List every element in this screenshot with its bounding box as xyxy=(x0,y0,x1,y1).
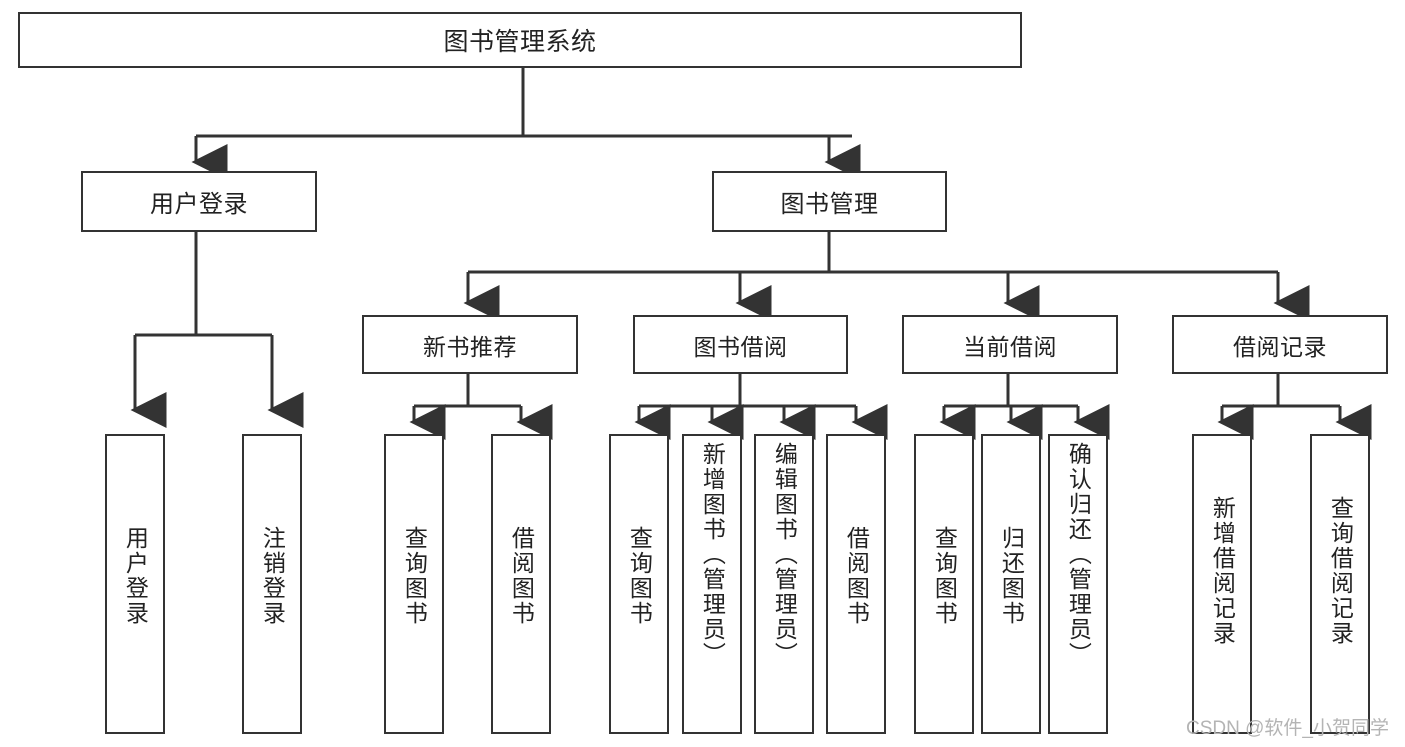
leaf-current-query-book[interactable]: 查询图书 xyxy=(914,434,974,734)
node-label: 查询图书 xyxy=(401,526,428,626)
node-label: 查询图书 xyxy=(931,526,958,626)
node-label: 新增借阅记录 xyxy=(1209,496,1236,646)
node-label: 新书推荐 xyxy=(423,333,517,360)
node-label: 编辑图书（管理员） xyxy=(771,442,798,667)
node-label: 查询图书 xyxy=(626,526,653,626)
node-new-book-recommend[interactable]: 新书推荐 xyxy=(362,315,578,374)
leaf-recommend-borrow-book[interactable]: 借阅图书 xyxy=(491,434,551,734)
node-root-system[interactable]: 图书管理系统 xyxy=(18,12,1022,68)
node-user-login[interactable]: 用户登录 xyxy=(81,171,317,232)
node-label: 查询借阅记录 xyxy=(1327,496,1354,646)
node-label: 借阅图书 xyxy=(508,526,535,626)
node-borrow-records[interactable]: 借阅记录 xyxy=(1172,315,1388,374)
node-current-borrow[interactable]: 当前借阅 xyxy=(902,315,1118,374)
leaf-current-return-book[interactable]: 归还图书 xyxy=(981,434,1041,734)
leaf-borrow-edit-book-admin[interactable]: 编辑图书（管理员） xyxy=(754,434,814,734)
leaf-records-add-record[interactable]: 新增借阅记录 xyxy=(1192,434,1252,734)
leaf-user-login-login[interactable]: 用户登录 xyxy=(105,434,165,734)
leaf-borrow-add-book-admin[interactable]: 新增图书（管理员） xyxy=(682,434,742,734)
leaf-borrow-borrow-book[interactable]: 借阅图书 xyxy=(826,434,886,734)
leaf-records-query-record[interactable]: 查询借阅记录 xyxy=(1310,434,1370,734)
node-label: 归还图书 xyxy=(998,526,1025,626)
node-book-borrow[interactable]: 图书借阅 xyxy=(633,315,848,374)
node-label: 图书管理 xyxy=(780,191,879,218)
node-label: 图书借阅 xyxy=(693,333,788,360)
node-label: 新增图书（管理员） xyxy=(699,442,726,667)
leaf-user-login-logout[interactable]: 注销登录 xyxy=(242,434,302,734)
node-label: 确认归还（管理员） xyxy=(1065,442,1092,667)
leaf-borrow-query-book[interactable]: 查询图书 xyxy=(609,434,669,734)
leaf-recommend-query-book[interactable]: 查询图书 xyxy=(384,434,444,734)
csdn-watermark: CSDN @软件_小贺同学 xyxy=(1186,718,1389,739)
node-label: 借阅记录 xyxy=(1233,333,1327,360)
node-label: 用户登录 xyxy=(150,191,248,218)
node-label: 借阅图书 xyxy=(843,526,870,626)
leaf-current-confirm-return-admin[interactable]: 确认归还（管理员） xyxy=(1048,434,1108,734)
node-label: 注销登录 xyxy=(259,526,286,626)
node-label: 图书管理系统 xyxy=(443,28,597,56)
node-label: 用户登录 xyxy=(122,526,149,626)
node-book-management[interactable]: 图书管理 xyxy=(712,171,947,232)
node-label: 当前借阅 xyxy=(963,333,1057,360)
